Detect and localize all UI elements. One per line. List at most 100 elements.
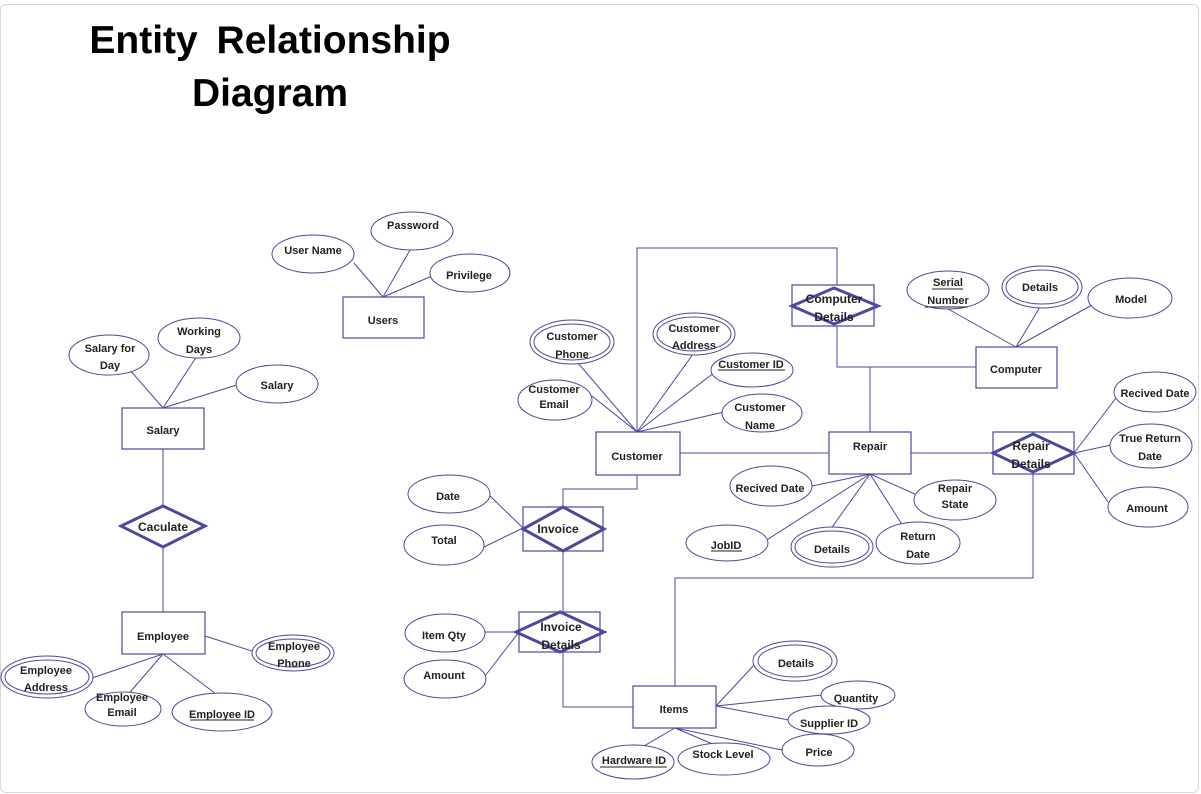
attr-employee-email-label-line-1: Employee	[96, 692, 148, 704]
entity-salary-box	[121, 407, 205, 450]
attr-customer-email-label-line-2: Email	[539, 399, 568, 411]
attr-employee-id-ellipse	[171, 692, 273, 732]
attr-repair-details-label: Details	[814, 544, 850, 556]
attr-salary-for-day-label-line-2: Day	[100, 360, 121, 372]
attr-stock-level-label: Stock Level	[692, 749, 753, 761]
attr-customer-phone-label-line-2: Phone	[555, 349, 589, 361]
attr-privilege-ellipse	[429, 253, 511, 293]
entity-invoice-details-label-line-1: Invoice	[540, 620, 582, 634]
attr-jobid-ellipse	[685, 524, 769, 562]
attr-employee-id-label: Employee ID	[189, 709, 255, 721]
attr-customer-id-label: Customer ID	[718, 359, 783, 371]
attr-jobid-label: JobID	[711, 540, 742, 552]
attr-amount-rd-label: Amount	[1126, 503, 1168, 515]
attr-salary-ellipse	[235, 364, 319, 404]
attr-privilege-label: Privilege	[446, 270, 492, 282]
entity-salary-label: Salary	[146, 425, 180, 437]
entity-computer-details-label-line-2: Details	[814, 310, 854, 324]
attr-quantity-ellipse	[820, 680, 896, 710]
repair-details-diamond	[989, 432, 1078, 474]
entity-items-box	[632, 685, 717, 729]
attr-true-return-date-label-line-2: Date	[1138, 451, 1162, 463]
attr-employee-phone-inner	[255, 638, 331, 668]
entity-repair-box	[828, 431, 912, 475]
attr-password-label: Password	[387, 220, 439, 232]
entity-customer-label: Customer	[611, 451, 663, 463]
entity-repair-label: Repair	[853, 441, 888, 453]
attr-customer-email-ellipse	[517, 379, 593, 421]
attr-repair-state-ellipse	[913, 479, 997, 521]
attr-quantity-label: Quantity	[834, 693, 879, 705]
invoice-diamond	[519, 505, 608, 553]
attr-customer-email-label-line-1: Customer	[528, 384, 580, 396]
attr-computer-details-inner	[1005, 269, 1079, 305]
computer-details-diamond	[788, 286, 882, 326]
entity-users-box	[342, 296, 425, 339]
attr-amount-label: Amount	[423, 670, 465, 682]
attr-employee-email-label-line-2: Email	[107, 707, 136, 719]
attr-date-ellipse	[407, 474, 491, 514]
entity-computer-box	[975, 346, 1058, 389]
attr-customer-phone-label-line-1: Customer	[546, 331, 598, 343]
diagram-title: Entity Relationship Diagram	[60, 14, 480, 120]
entity-employee-label: Employee	[137, 631, 189, 643]
attr-customer-name-label-line-2: Name	[745, 420, 775, 432]
attr-employee-address-label-line-2: Address	[24, 682, 68, 694]
attr-repair-details-inner	[794, 530, 870, 564]
attr-return-date-ellipse	[875, 521, 961, 565]
attr-employee-phone-label-line-1: Employee	[268, 641, 320, 653]
attr-recived-date-rd-ellipse	[1113, 371, 1197, 413]
attr-employee-address-inner	[4, 659, 90, 695]
attr-employee-email-ellipse	[84, 691, 162, 727]
entity-customer-box	[595, 431, 681, 476]
attr-customer-phone-inner	[533, 323, 611, 361]
attr-salary-label: Salary	[260, 380, 294, 392]
attr-date-label: Date	[436, 491, 460, 503]
attr-customer-address-label-line-1: Customer	[668, 323, 720, 335]
attr-computer-details-label: Details	[1022, 282, 1058, 294]
attr-items-details-inner	[757, 644, 833, 678]
attr-customer-address-label-line-2: Address	[672, 340, 716, 352]
attr-item-qty-label: Item Qty	[422, 630, 467, 642]
attr-customer-address-inner	[656, 316, 732, 352]
attr-return-date-label-line-2: Date	[906, 549, 930, 561]
title-line-2: Diagram	[191, 72, 349, 115]
attr-serial-number-label-line-1: Serial	[933, 277, 963, 289]
entity-items-label: Items	[660, 704, 689, 716]
attr-serial-number-label-line-2: Number	[927, 295, 969, 307]
attr-total-ellipse	[403, 524, 485, 566]
entity-computer-label: Computer	[990, 364, 1043, 376]
attr-working-days-ellipse	[157, 317, 241, 359]
attr-items-details-label: Details	[778, 658, 814, 670]
attr-recived-date-repair-label: Recived Date	[735, 483, 804, 495]
entity-repair-details-label-line-2: Details	[1011, 457, 1051, 471]
entity-computer-details-box	[791, 284, 875, 327]
attr-price-label: Price	[806, 747, 833, 759]
attr-working-days-label-line-2: Days	[186, 344, 212, 356]
attr-stock-level-ellipse	[677, 742, 771, 776]
attr-supplier-id-label: Supplier ID	[800, 718, 858, 730]
diagram-frame	[0, 4, 1199, 793]
attr-supplier-id-ellipse	[787, 705, 871, 735]
attr-amount-ellipse	[403, 659, 487, 699]
attr-serial-number-ellipse	[906, 270, 990, 310]
attr-working-days-label-line-1: Working	[177, 326, 221, 338]
attr-hardware-id-label: Hardware ID	[602, 755, 666, 767]
attr-salary-for-day-ellipse	[68, 334, 150, 376]
attr-repair-state-label-line-2: State	[942, 499, 969, 511]
attr-user-name-label: User Name	[284, 245, 341, 257]
entity-invoice-details-label-line-2: Details	[541, 638, 581, 652]
attr-true-return-date-label-line-1: True Return	[1119, 433, 1181, 445]
attr-amount-rd-ellipse	[1107, 486, 1189, 528]
